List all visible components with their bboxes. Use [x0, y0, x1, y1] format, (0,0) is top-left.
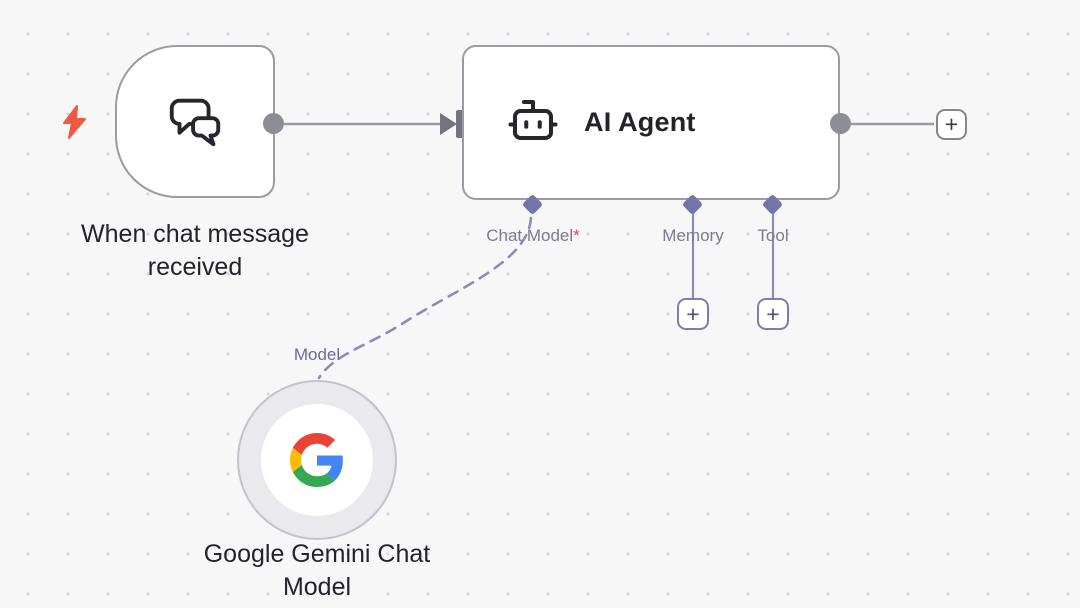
agent-node-title: AI Agent [584, 107, 696, 137]
model-node-inner [261, 404, 373, 516]
model-output-port-label: Model [293, 345, 341, 364]
node-chat-trigger[interactable] [115, 45, 275, 198]
add-tool-button[interactable]: + [757, 298, 789, 330]
google-logo-icon [290, 433, 344, 487]
tool-port-label: Tool [757, 226, 789, 245]
add-memory-button[interactable]: + [677, 298, 709, 330]
required-marker: * [573, 226, 580, 245]
chat-bubbles-icon [164, 91, 226, 153]
trigger-node-label: When chat message received [81, 220, 309, 281]
bolt-icon [58, 105, 90, 139]
trigger-output-port[interactable] [263, 113, 284, 134]
agent-output-port[interactable] [830, 113, 851, 134]
connection-arrowhead [440, 113, 457, 135]
node-ai-agent[interactable]: AI Agent [462, 45, 840, 200]
add-next-node-button[interactable]: + [936, 109, 967, 140]
chat-model-port-label: Chat Model* [486, 226, 580, 245]
model-node-label: Google Gemini Chat Model [203, 540, 431, 601]
memory-port-label: Memory [662, 226, 724, 245]
node-google-gemini-chat-model[interactable] [237, 380, 397, 540]
robot-icon [506, 93, 560, 152]
